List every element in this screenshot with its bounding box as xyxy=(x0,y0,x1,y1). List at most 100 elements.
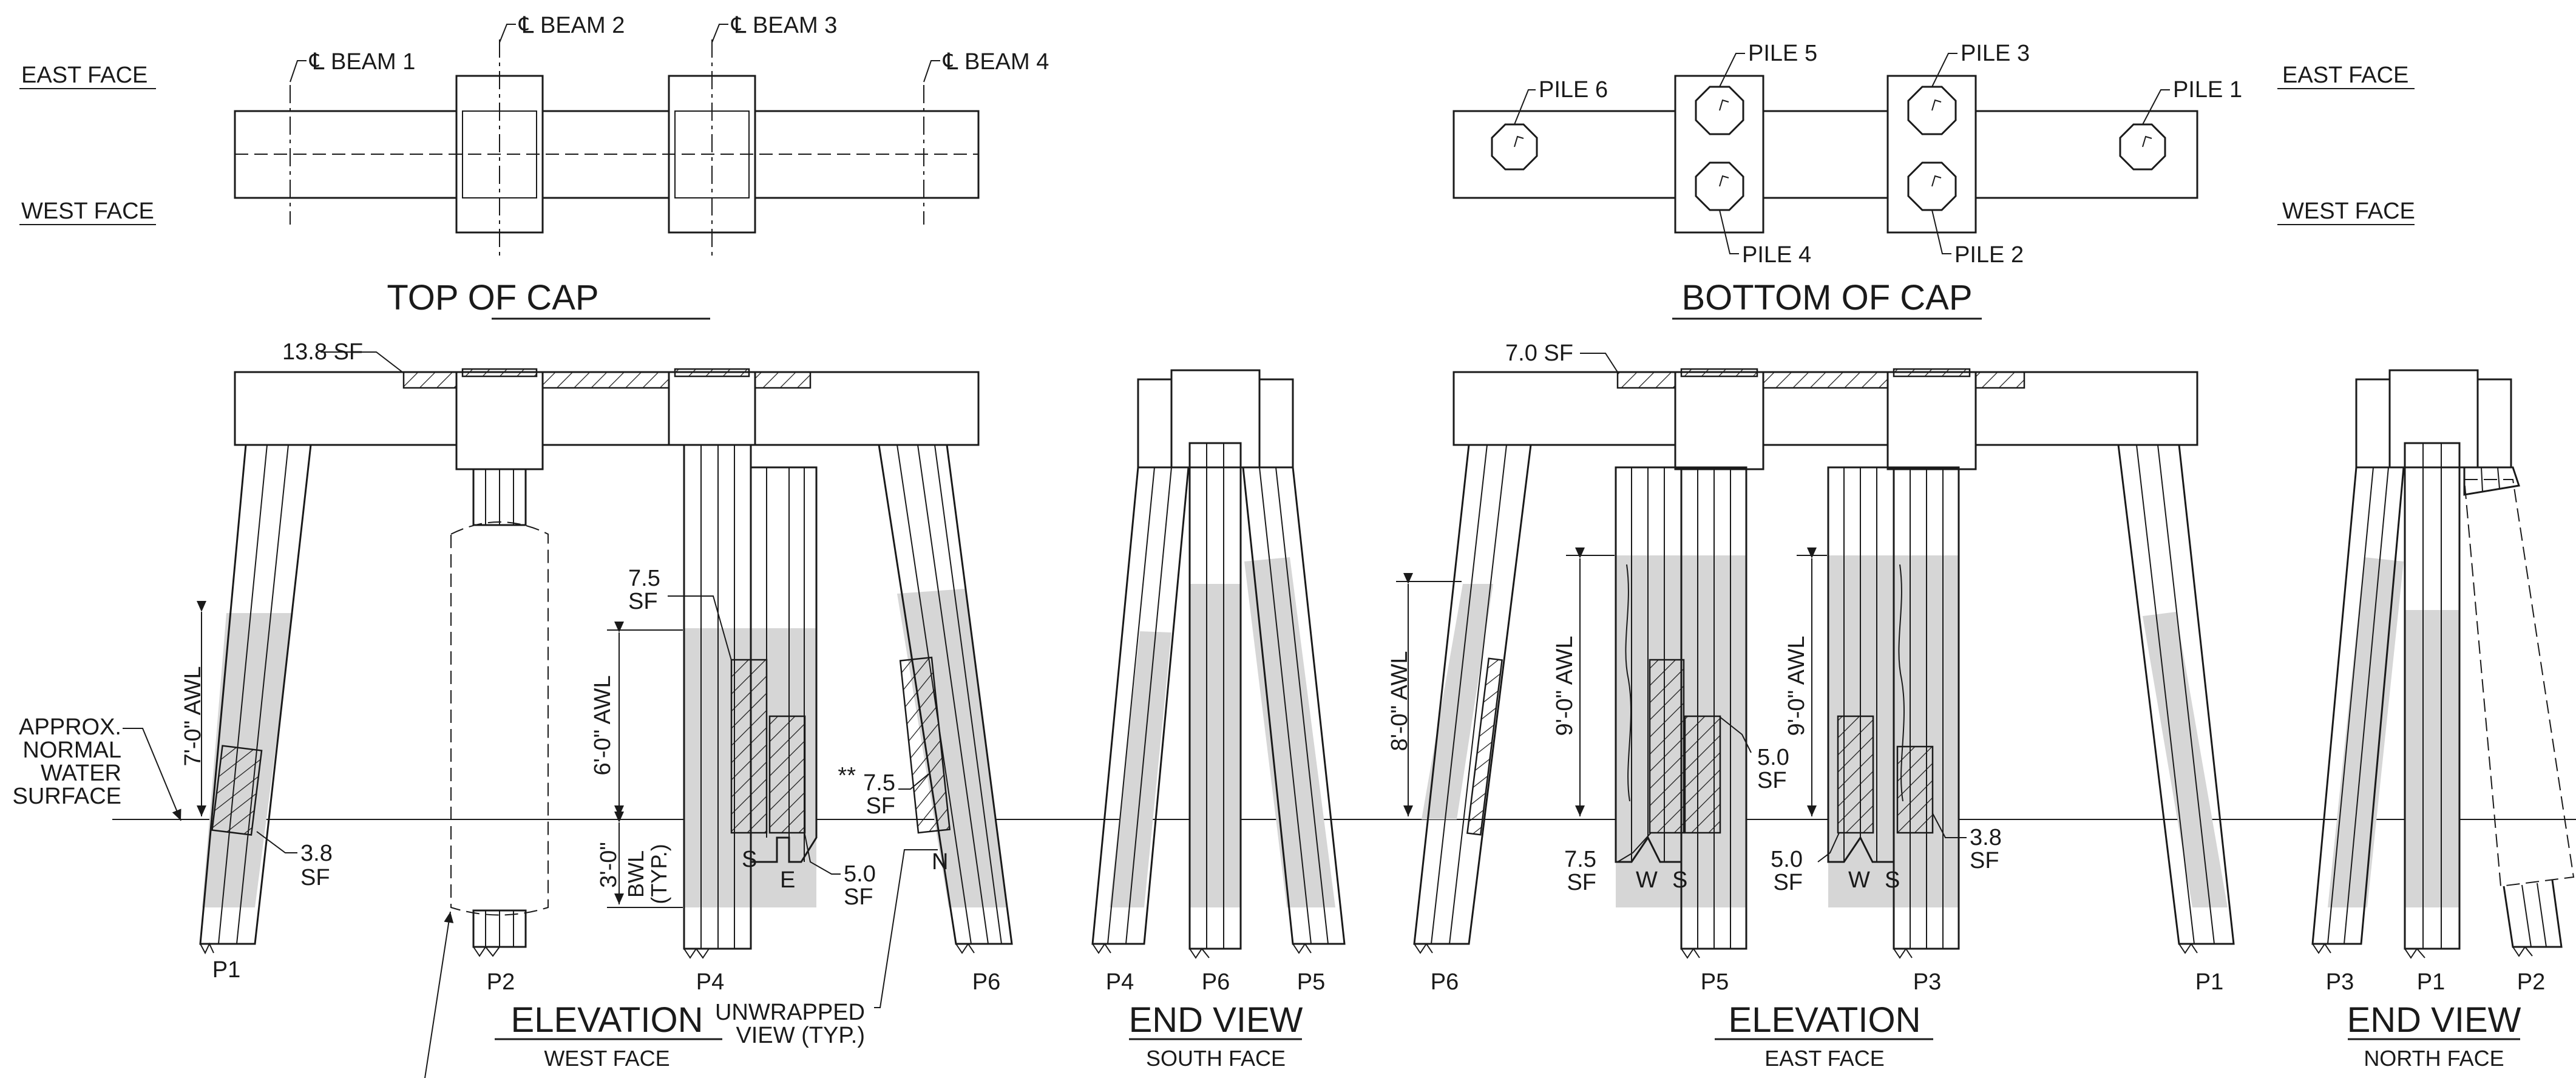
pile-5-octagon xyxy=(1695,86,1744,135)
elevation-east-face: 7.0 SF 8'-0" AWL 9'-0" AWL 5.0 xyxy=(1387,341,2235,1071)
label-p6: P6 xyxy=(972,969,1000,995)
svg-text:SF: SF xyxy=(844,884,873,910)
svg-text:UNWRAPPED: UNWRAPPED xyxy=(715,1000,865,1025)
top-of-cap-plan: ℄ BEAM 1 ℄ BEAM 2 ℄ BEAM 3 ℄ BEAM 4 EAST… xyxy=(19,13,1049,320)
p6-sf-mark: ** xyxy=(838,763,856,788)
svg-text:BWL: BWL xyxy=(623,850,648,898)
pile-6-label: PILE 6 xyxy=(1539,77,1608,103)
svg-text:5.0: 5.0 xyxy=(1771,847,1803,872)
p1-awl-dim: 7'-0" AWL xyxy=(180,666,206,766)
elevation-east-subtitle: EAST FACE xyxy=(1764,1046,1884,1071)
east-label-p5: P5 xyxy=(1701,969,1729,995)
sf-cap-west: 13.8 SF xyxy=(282,339,363,365)
pile-4-octagon xyxy=(1695,161,1744,211)
svg-text:3'-0": 3'-0" xyxy=(596,842,622,888)
p1-wrap-patch xyxy=(211,745,263,836)
east-label-p3: P3 xyxy=(1913,969,1941,995)
svg-text:3.8: 3.8 xyxy=(1970,825,2002,850)
pile-2-label: PILE 2 xyxy=(1954,242,2024,268)
beam-3-label: ℄ BEAM 3 xyxy=(731,13,837,38)
top-of-cap-title: TOP OF CAP xyxy=(387,278,598,317)
svg-text:5.0: 5.0 xyxy=(844,861,876,887)
svg-text:7.5: 7.5 xyxy=(863,770,895,796)
svg-text:7.5: 7.5 xyxy=(1564,847,1596,872)
end-view-south-face: P4 P6 P5 END VIEW SOUTH FACE xyxy=(1091,369,1346,1071)
face-s-label: S xyxy=(742,847,757,872)
label-p2: P2 xyxy=(487,969,515,995)
sf-cap-east: 7.0 SF xyxy=(1505,341,1573,366)
svg-text:VIEW (TYP.): VIEW (TYP.) xyxy=(736,1023,865,1048)
svg-text:WATER: WATER xyxy=(41,761,121,786)
beam-2-label: ℄ BEAM 2 xyxy=(518,13,625,38)
pile-3-label: PILE 3 xyxy=(1961,41,2030,66)
pile-6-octagon xyxy=(1491,123,1538,171)
svg-text:6'-0" AWL: 6'-0" AWL xyxy=(590,675,615,775)
beam-1-label: ℄ BEAM 1 xyxy=(309,49,415,75)
bottom-of-cap-plan: PILE 6 PILE 5 PILE 3 PILE 1 PILE 4 PILE … xyxy=(1452,41,2415,320)
end-view-north-title: END VIEW xyxy=(2347,1000,2521,1040)
bottom-of-cap-title: BOTTOM OF CAP xyxy=(1681,278,1972,317)
pile-p2-unwrapped xyxy=(450,521,549,916)
svg-text:3.8: 3.8 xyxy=(300,841,333,866)
pile-1-octagon xyxy=(2119,123,2166,171)
face-w-label-2: W xyxy=(1848,867,1870,893)
pile-p6-south xyxy=(1188,442,1242,950)
face-s-label-2: S xyxy=(1885,867,1900,893)
elevation-west-subtitle: WEST FACE xyxy=(544,1046,669,1071)
pile-4-label: PILE 4 xyxy=(1742,242,1811,268)
label-p4: P4 xyxy=(696,969,724,995)
svg-text:NORMAL: NORMAL xyxy=(22,737,121,763)
svg-text:SF: SF xyxy=(1567,870,1596,895)
elevation-west-title: ELEVATION xyxy=(511,1000,703,1040)
svg-text:SF: SF xyxy=(1757,768,1787,793)
svg-text:SF: SF xyxy=(1773,870,1803,895)
cap-outline-bottom xyxy=(1452,110,2198,199)
top-east-face-label: EAST FACE xyxy=(21,63,147,88)
pile-p1-east xyxy=(2117,444,2235,945)
north-label-p2: P2 xyxy=(2517,969,2545,995)
east-label-p6: P6 xyxy=(1431,969,1459,995)
beam-4-label: ℄ BEAM 4 xyxy=(943,49,1049,75)
svg-text:5.0: 5.0 xyxy=(1757,745,1789,770)
pile-p2-north-unwrapped xyxy=(2463,479,2575,887)
elevation-east-title: ELEVATION xyxy=(1729,1000,1921,1040)
top-west-face-label: WEST FACE xyxy=(21,198,154,224)
pile-5-label: PILE 5 xyxy=(1748,41,1817,66)
end-view-south-subtitle: SOUTH FACE xyxy=(1146,1046,1286,1071)
south-label-p6: P6 xyxy=(1202,969,1230,995)
face-e-label: E xyxy=(780,867,795,893)
north-label-p1: P1 xyxy=(2417,969,2445,995)
pile-2-octagon xyxy=(1907,161,1957,211)
south-label-p4: P4 xyxy=(1106,969,1134,995)
bottom-west-face-label: WEST FACE xyxy=(2282,198,2415,224)
svg-text:SURFACE: SURFACE xyxy=(13,784,121,809)
face-w-label-1: W xyxy=(1636,867,1658,893)
end-view-north-subtitle: NORTH FACE xyxy=(2364,1046,2504,1071)
label-p1: P1 xyxy=(212,957,240,983)
pile-p6-east xyxy=(1413,444,1532,945)
svg-text:APPROX.: APPROX. xyxy=(19,714,121,740)
p3-east-dim: 9'-0" AWL xyxy=(1784,636,1809,736)
svg-text:SF: SF xyxy=(866,793,895,819)
p5-east-dim: 9'-0" AWL xyxy=(1552,636,1578,736)
bottom-east-face-label: EAST FACE xyxy=(2282,63,2408,88)
end-view-south-title: END VIEW xyxy=(1129,1000,1303,1040)
pile-1-label: PILE 1 xyxy=(2173,77,2242,103)
north-label-p3: P3 xyxy=(2326,969,2354,995)
elevation-west-face: 3.8 SF 7'-0" AWL APPROX. NORMAL WATER SU… xyxy=(13,339,1013,1078)
pile-p1-north xyxy=(2404,442,2461,950)
pile-3-octagon xyxy=(1907,86,1957,135)
svg-text:7.5: 7.5 xyxy=(628,566,660,591)
svg-text:(TYP.): (TYP.) xyxy=(646,844,671,904)
p6-east-dim: 8'-0" AWL xyxy=(1387,651,1412,751)
pile-p4-south xyxy=(1091,466,1190,945)
end-view-north-face: P3 P1 P2 END VIEW NORTH FACE xyxy=(2311,369,2575,1071)
south-label-p5: P5 xyxy=(1297,969,1325,995)
face-n-label: N xyxy=(932,849,948,875)
svg-text:SF: SF xyxy=(300,865,330,890)
svg-text:SF: SF xyxy=(1970,848,1999,873)
svg-text:SF: SF xyxy=(628,589,658,614)
east-label-p1: P1 xyxy=(2195,969,2223,995)
face-s-label-1: S xyxy=(1672,867,1687,893)
